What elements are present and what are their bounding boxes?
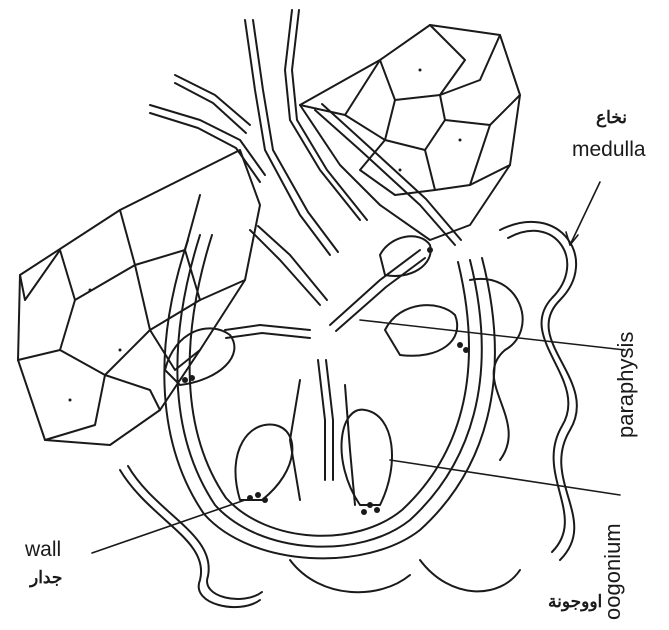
paraphysis-label: paraphysis xyxy=(613,332,639,438)
oogonium-arabic-label: اووجونة xyxy=(548,592,602,612)
wall-arabic-label: جدار xyxy=(30,568,62,588)
cortex-cells-upper-right xyxy=(300,25,520,240)
medulla-label: medulla xyxy=(572,138,646,162)
medulla-arabic-label: نخاع xyxy=(596,108,627,128)
stipple-dots xyxy=(69,69,470,516)
oogonium-label: oogonium xyxy=(600,523,626,620)
label-leaders xyxy=(92,182,625,553)
cortex-cells-left xyxy=(18,150,260,445)
hyphae-filaments xyxy=(150,10,461,255)
paraphyses xyxy=(225,226,425,505)
wall-label: wall xyxy=(25,538,61,562)
